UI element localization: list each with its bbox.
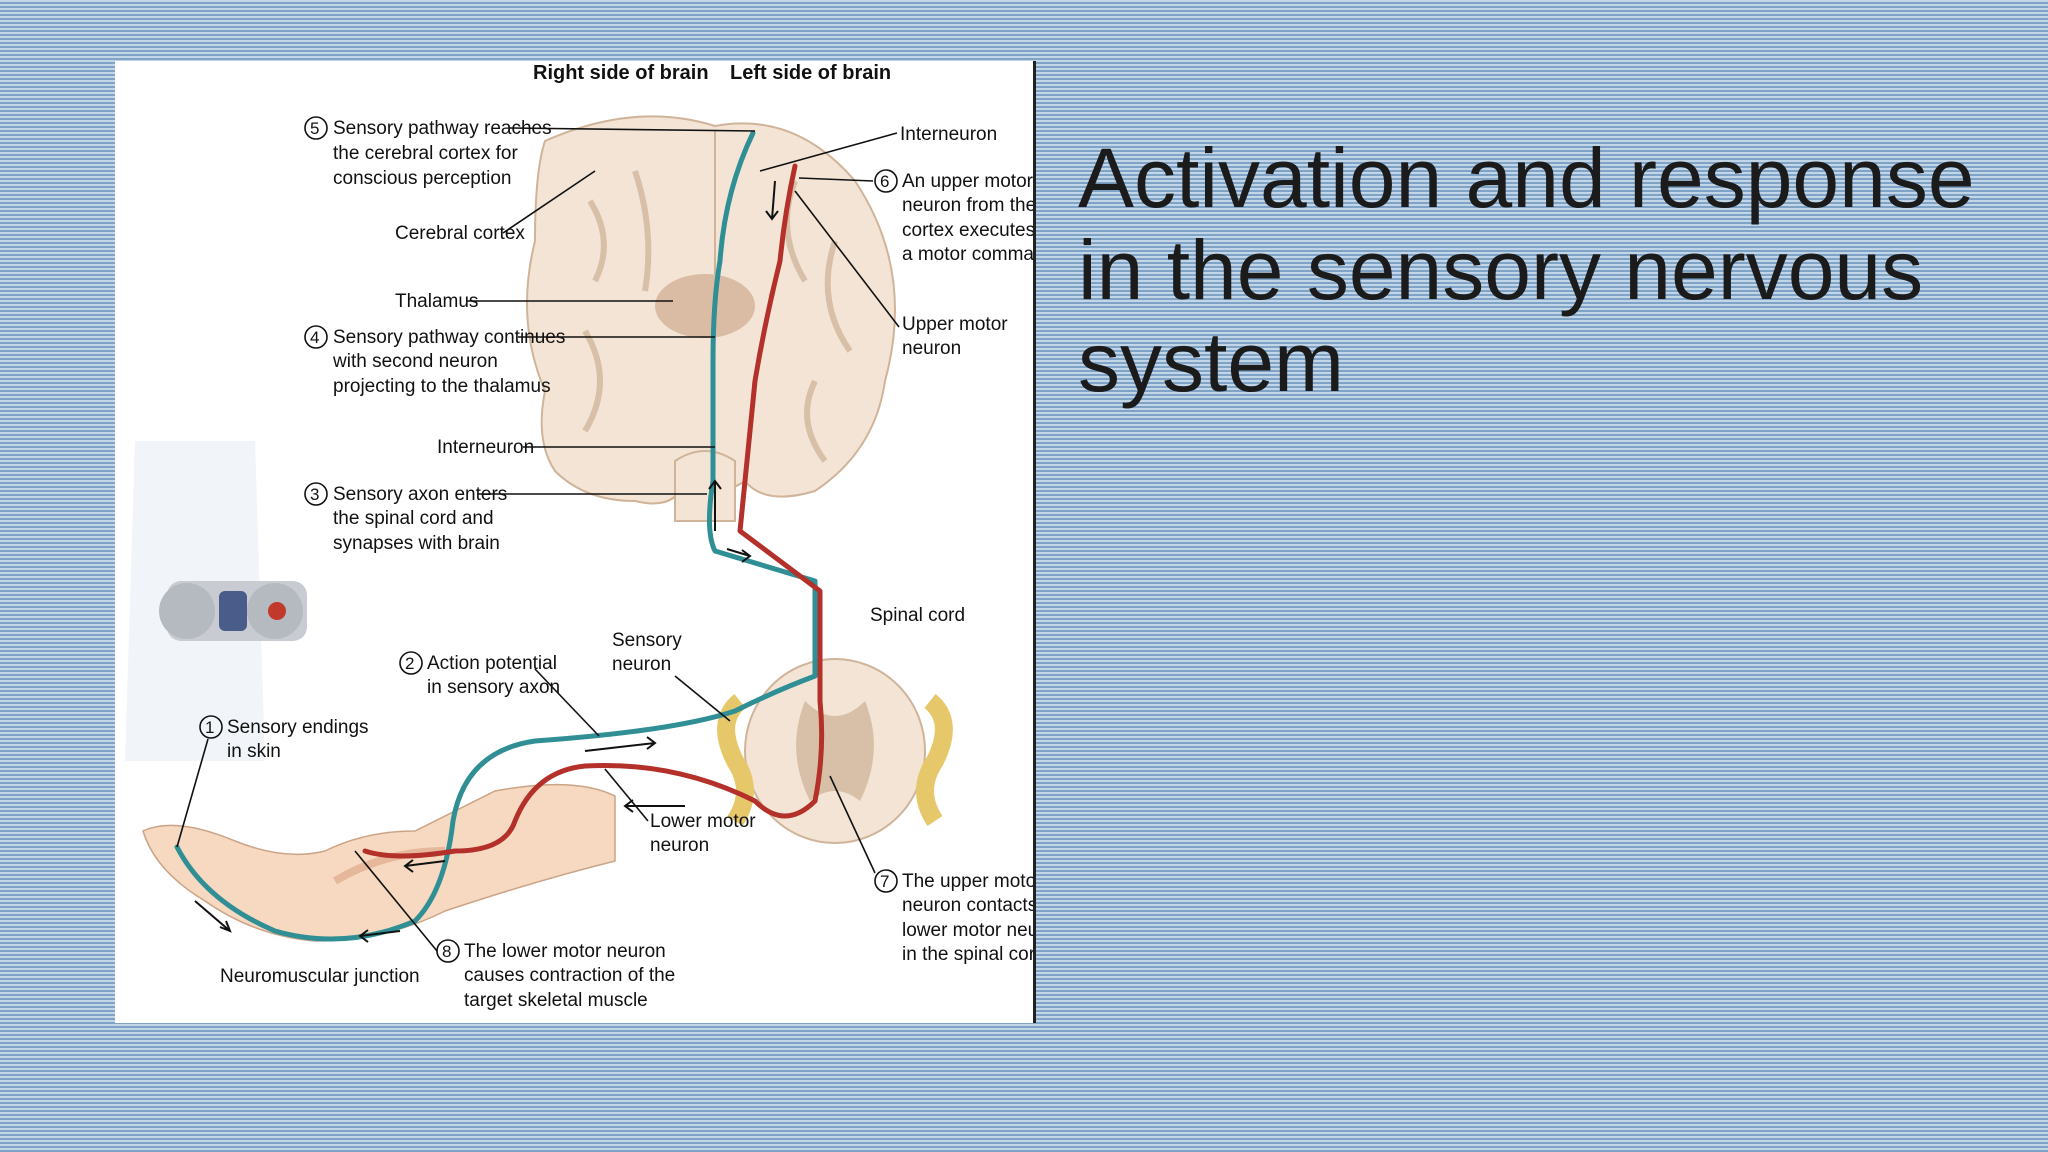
svg-text:target skeletal muscle: target skeletal muscle xyxy=(464,990,648,1011)
svg-text:with second neuron: with second neuron xyxy=(332,351,498,372)
svg-text:3: 3 xyxy=(310,485,319,504)
sensory-pathway xyxy=(174,130,818,942)
label-sensory-neuron: Sensory neuron xyxy=(612,630,731,722)
slide-title: Activation and response in the sensory n… xyxy=(1078,131,1975,409)
svg-text:causes contraction of the: causes contraction of the xyxy=(464,965,675,986)
svg-text:1: 1 xyxy=(205,718,214,737)
label-upper-motor-neuron: Upper motor neuron xyxy=(794,190,1008,359)
label-step-2: 2 Action potential in sensory axon xyxy=(399,651,600,737)
svg-text:The lower motor neuron: The lower motor neuron xyxy=(464,941,666,962)
svg-text:An upper motor: An upper motor xyxy=(902,171,1033,192)
svg-text:neuron contacts a: neuron contacts a xyxy=(902,895,1033,916)
label-interneuron-top: Interneuron xyxy=(900,124,997,145)
label-lower-motor-neuron: Lower motor neuron xyxy=(604,768,756,856)
svg-text:neuron: neuron xyxy=(612,654,671,675)
label-step-6: 6 An upper motor neuron from the cortex … xyxy=(798,169,1033,265)
label-step-4: 4 Sensory pathway continues with second … xyxy=(304,325,715,397)
nervous-system-diagram: Right side of brain Left side of brain 5… xyxy=(125,62,1033,1011)
nervous-system-figure: Right side of brain Left side of brain 5… xyxy=(115,61,1036,1023)
svg-text:6: 6 xyxy=(880,172,889,191)
svg-text:the spinal cord and: the spinal cord and xyxy=(333,508,494,529)
svg-text:7: 7 xyxy=(880,872,889,891)
motor-pathway xyxy=(362,163,825,859)
svg-text:Sensory endings: Sensory endings xyxy=(227,717,369,738)
label-neuromuscular-junction: Neuromuscular junction xyxy=(220,966,420,987)
label-step-7: 7 The upper motor neuron contacts a lowe… xyxy=(829,775,1033,965)
svg-text:neuron from the: neuron from the xyxy=(902,195,1033,216)
svg-text:conscious perception: conscious perception xyxy=(333,168,512,189)
hand-illustration xyxy=(142,783,616,942)
svg-text:projecting to the thalamus: projecting to the thalamus xyxy=(333,376,551,397)
svg-text:Sensory pathway reaches: Sensory pathway reaches xyxy=(333,118,552,139)
svg-text:4: 4 xyxy=(310,328,319,347)
svg-text:the cerebral cortex for: the cerebral cortex for xyxy=(333,143,518,164)
svg-text:neuron: neuron xyxy=(650,835,709,856)
svg-text:Upper motor: Upper motor xyxy=(902,314,1008,335)
svg-text:Sensory pathway continues: Sensory pathway continues xyxy=(333,327,565,348)
label-step-1: 1 Sensory endings in skin xyxy=(176,715,369,848)
label-interneuron-left: Interneuron xyxy=(437,437,534,458)
label-step-5: 5 Sensory pathway reaches the cerebral c… xyxy=(304,116,756,189)
svg-text:in skin: in skin xyxy=(227,741,281,762)
label-step-8: 8 The lower motor neuron causes contract… xyxy=(354,850,675,1011)
label-spinal-cord: Spinal cord xyxy=(870,605,965,626)
header-left-side-of-brain: Left side of brain xyxy=(730,62,891,84)
svg-text:a motor command: a motor command xyxy=(902,244,1033,265)
label-step-3: 3 Sensory axon enters the spinal cord an… xyxy=(304,482,707,554)
svg-text:lower motor neuron: lower motor neuron xyxy=(902,920,1033,941)
spinal-cord-cross-section xyxy=(717,658,953,844)
svg-text:cortex executes: cortex executes xyxy=(902,220,1033,241)
svg-text:5: 5 xyxy=(310,119,319,138)
shower-faucet-illustration xyxy=(125,441,307,761)
svg-text:Sensory axon enters: Sensory axon enters xyxy=(333,484,507,505)
svg-text:in the spinal cord: in the spinal cord xyxy=(902,944,1033,965)
brain-coronal-section xyxy=(526,115,896,522)
svg-text:in sensory axon: in sensory axon xyxy=(427,677,560,698)
svg-text:Lower motor: Lower motor xyxy=(650,811,756,832)
svg-text:Sensory: Sensory xyxy=(612,630,682,651)
svg-text:Action potential: Action potential xyxy=(427,653,557,674)
label-thalamus: Thalamus xyxy=(395,291,478,312)
svg-text:The upper motor: The upper motor xyxy=(902,871,1033,892)
svg-text:synapses with brain: synapses with brain xyxy=(333,533,500,554)
header-right-side-of-brain: Right side of brain xyxy=(533,62,709,84)
svg-text:neuron: neuron xyxy=(902,338,961,359)
label-cerebral-cortex: Cerebral cortex xyxy=(395,223,525,244)
svg-text:8: 8 xyxy=(442,942,451,961)
svg-text:2: 2 xyxy=(405,654,414,673)
